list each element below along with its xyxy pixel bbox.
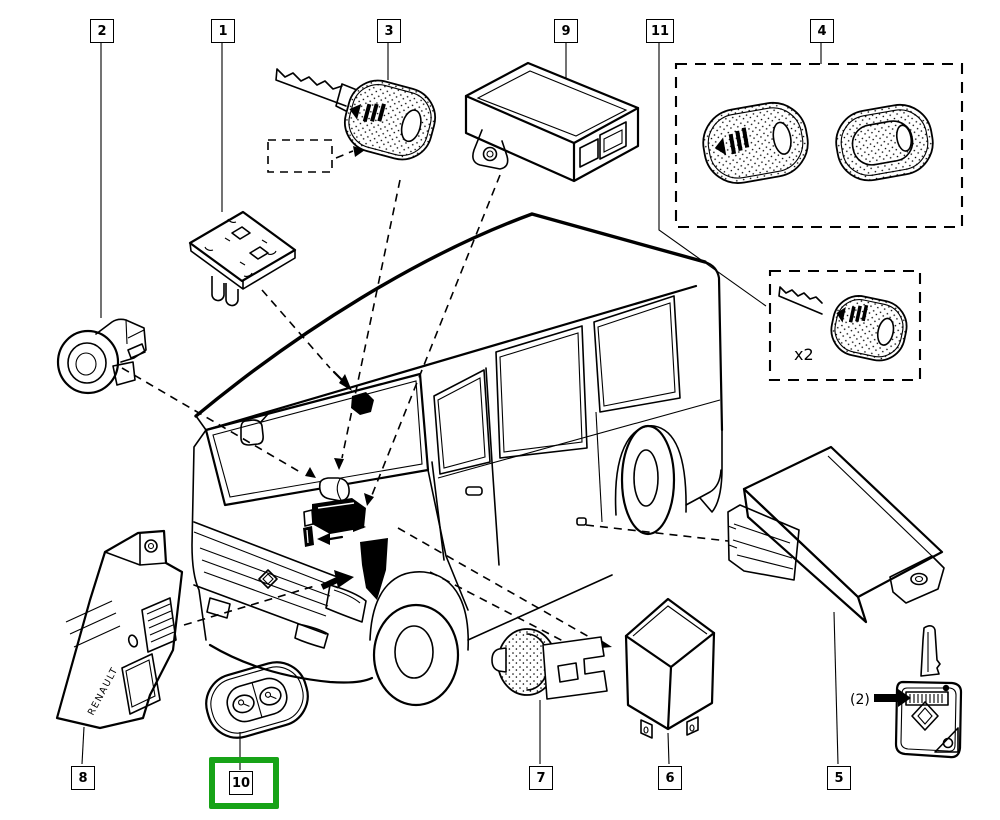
part-spare-key: (2) [850,625,963,759]
part-two-button-remote-fob [205,661,309,739]
part-electronic-module [464,61,640,183]
duplicate-key-label: (2) [850,692,870,708]
brand-label: RENAULT [86,665,121,717]
key-quantity-label: x2 [794,345,814,364]
callout-6[interactable]: 6 [658,766,682,790]
callout-10[interactable]: 10 [229,771,253,795]
part-body-control-unit: RENAULT [55,529,184,730]
part-relay [624,597,716,739]
ignition-location-markers [303,146,612,659]
highlight-box-callout-10 [209,757,279,809]
part-key-set-x2: x2 [768,269,922,382]
van-illustration [191,146,724,707]
callout-4[interactable]: 4 [810,19,834,43]
part-key-head-shells [674,62,964,229]
callout-2[interactable]: 2 [90,19,114,43]
part-key-with-remote-head [275,68,436,161]
part-ignition-contact-plate [188,210,297,307]
key-head-back [835,103,934,182]
part-immobilizer-control-unit [727,445,945,624]
callout-7[interactable]: 7 [529,766,553,790]
callout-3[interactable]: 3 [377,19,401,43]
callout-9[interactable]: 9 [554,19,578,43]
callout-leader-lines [81,42,839,770]
callout-8[interactable]: 8 [71,766,95,790]
part-mounting-grommet [491,628,608,700]
key-head-front [702,101,809,184]
callout-1[interactable]: 1 [211,19,235,43]
part-transponder-antenna-ring [56,318,147,395]
callout-5[interactable]: 5 [827,766,851,790]
duplicate-key-arrow [874,689,911,707]
dashed-reference-lines [121,139,729,654]
callout-11[interactable]: 11 [646,19,674,43]
